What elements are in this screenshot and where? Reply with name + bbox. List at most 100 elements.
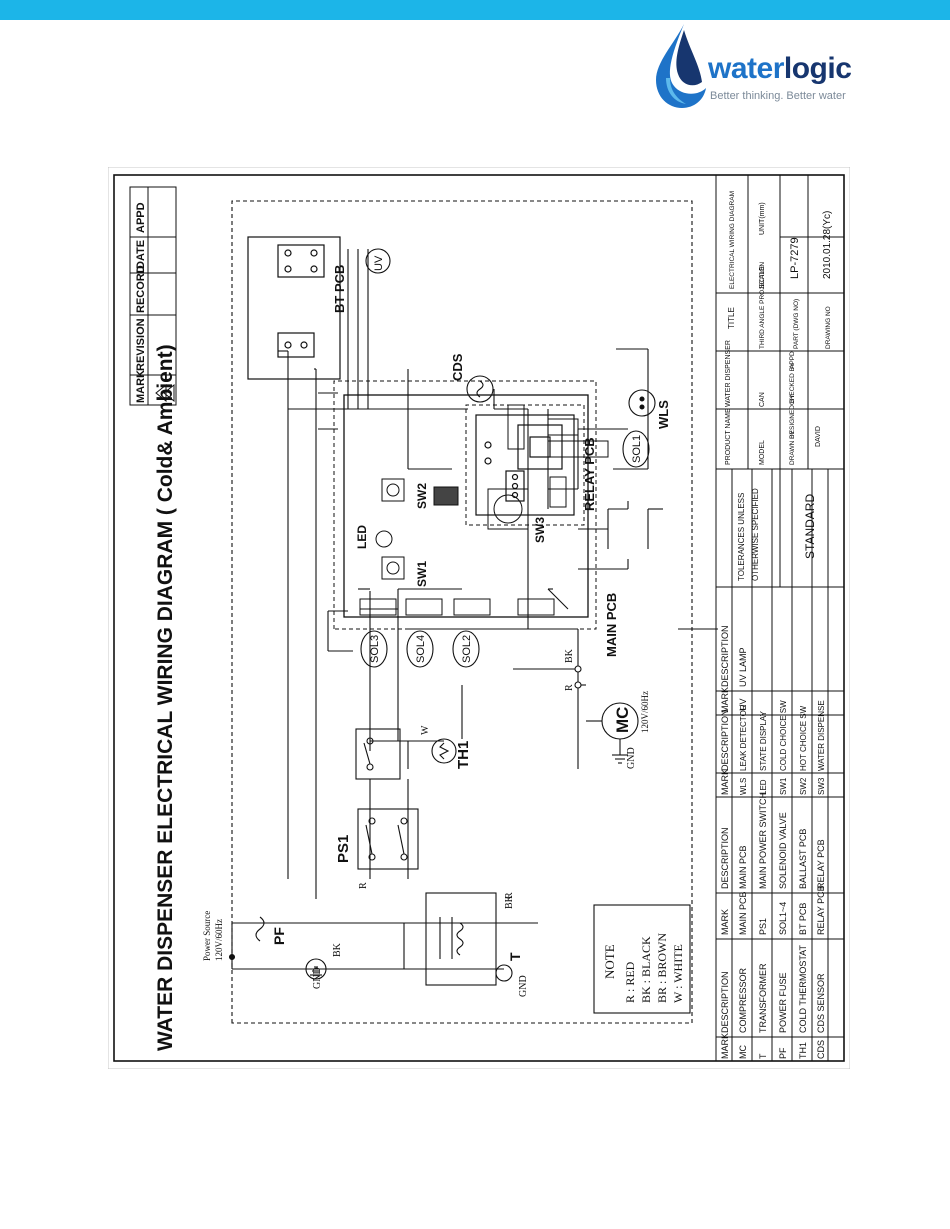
- legend-mark-wls: WLS: [739, 778, 748, 795]
- note-line-white: W : WHITE: [671, 944, 685, 1003]
- scale-value: UNIT(mm): [759, 202, 766, 235]
- revision-table: [129, 186, 177, 406]
- sw1-label: SW1: [415, 561, 429, 587]
- bt-pcb-label: BT PCB: [332, 265, 347, 313]
- legend-mark-cds: CDS: [816, 1040, 826, 1059]
- cold-thermostat-th1: [355, 728, 457, 780]
- legend-desc-power-fuse: POWER FUSE: [778, 972, 788, 1033]
- rev-header-date: DATE: [135, 240, 147, 269]
- gnd-label-2: GND: [518, 975, 529, 997]
- part-no-value: LP-7279: [789, 237, 801, 279]
- diagram-title: WATER DISPENSER ELECTRICAL WIRING DIAGRA…: [154, 344, 177, 1051]
- legend-mark-bt-pcb: BT PCB: [798, 903, 808, 935]
- legend-desc-hot-choice: HOT CHOICE SW: [799, 705, 808, 771]
- solenoid-sol4: [406, 630, 434, 668]
- legend-mark-sw2: SW2: [799, 777, 808, 795]
- pf-label: PF: [271, 927, 287, 945]
- product-name-label: PRODUCT NAME: [725, 408, 732, 465]
- compressor-mc: [574, 665, 639, 764]
- cds-label: CDS: [450, 353, 465, 381]
- r-label-1: R: [358, 882, 369, 889]
- led-label: LED: [355, 525, 369, 549]
- person-name: DAVID: [815, 426, 822, 447]
- brand-wordmark: waterlogic: [708, 52, 852, 86]
- main-pcb-connectors: [359, 404, 609, 616]
- main-power-switch-ps1: [357, 808, 419, 870]
- brand-word-logic: logic: [783, 52, 852, 85]
- legend-header-desc-4: DESCRIPTION: [720, 625, 730, 687]
- sw2-button: [381, 478, 405, 502]
- product-name-value: WATER DISPENSER: [725, 340, 732, 407]
- projection-label: THIRD ANGLE PROJECTION: [759, 262, 766, 349]
- legend-desc-state-display: STATE DISPLAY: [759, 710, 768, 771]
- note-line-red: R : RED: [623, 961, 637, 1003]
- legend-mark-relay-pcb: RELAY PCB: [816, 885, 826, 935]
- drawing-no-value: 2010.01.28(Yc): [822, 211, 833, 279]
- rev-header-record: RECORD: [135, 265, 147, 313]
- top-accent-bar: [0, 0, 950, 20]
- legend-header-desc-1: DESCRIPTION: [720, 971, 730, 1033]
- sw2-label: SW2: [415, 483, 429, 509]
- bk-label-2: BK: [504, 894, 515, 909]
- th1-label: TH1: [455, 741, 472, 769]
- drawing-no-label: DRAWING NO: [825, 306, 832, 349]
- legend-mark-th1: TH1: [798, 1042, 808, 1059]
- note-line-brown: BR : BROWN: [655, 933, 669, 1003]
- main-pcb-label: MAIN PCB: [604, 593, 619, 657]
- legend-mark-sol: SOL1~4: [778, 902, 788, 935]
- legend-mark-t: T: [758, 1053, 768, 1059]
- bk-label-1: BK: [332, 942, 343, 957]
- legend-desc-main-pcb: MAIN PCB: [738, 845, 748, 889]
- sw3-button: [487, 488, 529, 530]
- sol3-label: SOL3: [369, 635, 381, 663]
- legend-header-mark-4: MARK: [720, 687, 730, 713]
- legend-desc-main-power-switch: MAIN POWER SWITCH: [758, 792, 768, 889]
- equipment-boundary: [231, 200, 693, 1024]
- solenoid-sol3: [360, 630, 388, 668]
- rev-header-mark: MARK: [135, 370, 147, 403]
- drawn-by-label: DRAWN BY: [789, 430, 796, 465]
- uv-label: UV: [373, 255, 385, 271]
- solenoid-sol1: [622, 430, 650, 468]
- ps1-label: PS1: [335, 835, 352, 863]
- legend-mark-sw1: SW1: [779, 777, 788, 795]
- bk-label-3: BK: [564, 648, 575, 663]
- note-line-black: BK : BLACK: [639, 936, 653, 1003]
- wiring-diagram: WATER DISPENSER ELECTRICAL WIRING DIAGRA…: [108, 167, 850, 1069]
- legend-mark-uv: UV: [738, 698, 748, 711]
- brand-tagline: Better thinking. Better water: [710, 90, 846, 102]
- main-pcb-board: [343, 394, 589, 618]
- legend-header-desc-3: DESCRIPTION: [720, 709, 730, 771]
- legend-desc-solenoid-valve: SOLENOID VALVE: [778, 812, 788, 889]
- tolerances-line-1: TOLERANCES UNLESS: [737, 493, 746, 581]
- legend-mark-main-pcb: MAIN PCB: [738, 891, 748, 935]
- sol1-label: SOL1: [631, 435, 643, 463]
- relay-pcb-boundary: [465, 404, 585, 526]
- title-block-title-label: TITLE: [727, 307, 736, 329]
- rev-header-appd: APPD: [135, 202, 147, 233]
- legend-desc-cold-thermostat: COLD THERMOSTAT: [798, 944, 808, 1033]
- sw3-label: SW3: [533, 517, 547, 543]
- r-label-3: R: [504, 892, 515, 899]
- checked-by-label: CHECKED BY: [789, 362, 796, 405]
- sol4-label: SOL4: [415, 635, 427, 663]
- legend-header-mark-2: MARK: [720, 909, 730, 935]
- r-label-2: R: [564, 684, 575, 691]
- sw1-button: [381, 556, 405, 580]
- legend-mark-ps1: PS1: [758, 918, 768, 935]
- cds-sensor: [466, 375, 494, 403]
- note-heading: NOTE: [602, 944, 617, 979]
- legend-desc-ballast-pcb: BALLAST PCB: [798, 829, 808, 889]
- w-label: W: [420, 725, 431, 735]
- power-fuse: [228, 916, 265, 961]
- brand-word-water: water: [708, 52, 784, 85]
- power-source-label: Power Source: [202, 911, 212, 961]
- designed-by-label: DESIGNED BY: [789, 394, 796, 439]
- title-block-title-value: ELECTRICAL WIRING DIAGRAM: [729, 191, 736, 289]
- solenoid-sol2: [452, 630, 480, 668]
- sol2-label: SOL2: [461, 635, 473, 663]
- wls-label: WLS: [656, 400, 671, 429]
- uv-lamp: [365, 248, 391, 274]
- legend-header-mark-3: MARK: [720, 769, 730, 795]
- appd-label: APPD: [789, 351, 796, 369]
